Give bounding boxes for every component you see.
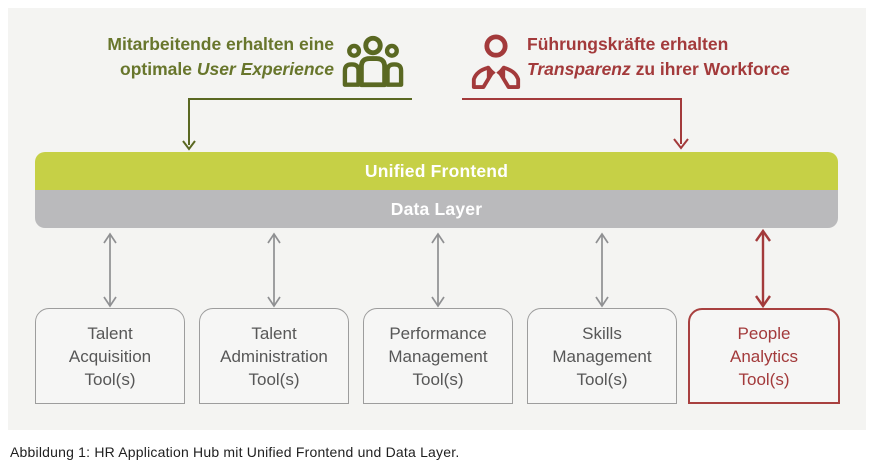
tool-box-line: Management bbox=[552, 346, 652, 366]
tool-box-line: People bbox=[737, 323, 791, 343]
employees-connector bbox=[182, 98, 412, 151]
tool-box-line: Tool(s) bbox=[84, 369, 136, 389]
tool-box-skills-management: Skills Management Tool(s) bbox=[527, 308, 677, 404]
leaders-connector bbox=[462, 98, 689, 150]
leaders-annotation-line2-suffix: zu ihrer Workforce bbox=[630, 59, 790, 79]
diagram-panel: Mitarbeitende erhalten eine optimale Use… bbox=[8, 8, 866, 430]
double-arrow-icon bbox=[103, 232, 117, 308]
tool-box-talent-administration: Talent Administration Tool(s) bbox=[199, 308, 349, 404]
leaders-annotation-line2: Transparenz zu ihrer Workforce bbox=[527, 57, 817, 82]
tool-box-line: Management bbox=[388, 346, 488, 366]
tool-box-line: Talent bbox=[251, 323, 297, 343]
employees-annotation-line2-prefix: optimale bbox=[120, 59, 197, 79]
tool-box-line: Tool(s) bbox=[248, 369, 300, 389]
tool-box-line: Tool(s) bbox=[738, 369, 790, 389]
manager-icon bbox=[471, 34, 521, 89]
tool-box-people-analytics: People Analytics Tool(s) bbox=[688, 308, 840, 404]
tool-box-line: Analytics bbox=[729, 346, 799, 366]
unified-frontend-layer: Unified Frontend bbox=[35, 152, 838, 190]
unified-frontend-label: Unified Frontend bbox=[364, 160, 509, 181]
tool-box-line: Talent bbox=[87, 323, 133, 343]
employees-annotation-line1: Mitarbeitende erhalten eine bbox=[107, 34, 334, 54]
leaders-annotation: Führungskräfte erhalten Transparenz zu i… bbox=[527, 32, 817, 82]
data-layer: Data Layer bbox=[35, 190, 838, 228]
figure-caption: Abbildung 1: HR Application Hub mit Unif… bbox=[10, 444, 460, 460]
employees-annotation-line2: optimale User Experience bbox=[68, 57, 334, 82]
double-arrow-icon bbox=[595, 232, 609, 308]
double-arrow-icon bbox=[267, 232, 281, 308]
tool-box-performance-management: Performance Management Tool(s) bbox=[363, 308, 513, 404]
arrowhead-down-icon bbox=[673, 138, 689, 150]
employees-annotation: Mitarbeitende erhalten eine optimale Use… bbox=[68, 32, 334, 82]
data-layer-label: Data Layer bbox=[390, 198, 483, 219]
tool-box-line: Tool(s) bbox=[576, 369, 628, 389]
tool-box-line: Performance bbox=[389, 323, 487, 343]
employees-annotation-emphasis: User Experience bbox=[196, 59, 334, 79]
tool-box-line: Tool(s) bbox=[412, 369, 464, 389]
double-arrow-icon bbox=[431, 232, 445, 308]
leaders-annotation-emphasis: Transparenz bbox=[527, 59, 631, 79]
double-arrow-red-icon bbox=[755, 228, 771, 309]
tool-box-line: Skills bbox=[582, 323, 622, 343]
tool-box-line: Administration bbox=[220, 346, 328, 366]
leaders-annotation-line1: Führungskräfte erhalten bbox=[527, 34, 729, 54]
tool-box-talent-acquisition: Talent Acquisition Tool(s) bbox=[35, 308, 185, 404]
people-group-icon bbox=[342, 35, 404, 88]
tool-box-line: Acquisition bbox=[68, 346, 152, 366]
arrowhead-down-icon bbox=[182, 140, 196, 151]
data-layer-tool-arrows bbox=[103, 232, 609, 308]
